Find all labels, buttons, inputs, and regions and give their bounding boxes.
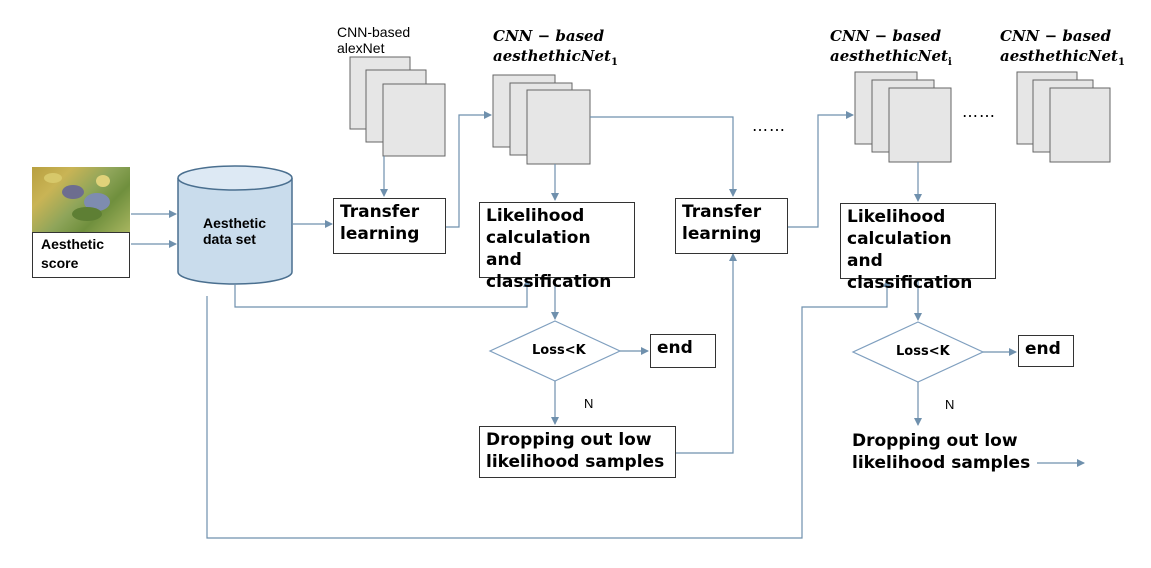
end-box-1: end xyxy=(650,334,716,368)
alexnet-label: CNN-based alexNet xyxy=(337,24,411,56)
dropping-box-2: Dropping out low likelihood samples xyxy=(846,428,1037,478)
likelihood-box-2: Likelihood calculation and classificatio… xyxy=(840,203,996,293)
dropping-box-1: Dropping out low likelihood samples xyxy=(479,426,676,478)
transfer-learning-box-1: Transfer learning xyxy=(333,198,446,254)
decision-label-2: Loss<K xyxy=(896,344,950,359)
transfer-learning-box-2: Transfer learning xyxy=(675,198,788,254)
aesthethicnet1-label: CNN − based aesthethicNet1 xyxy=(493,27,618,68)
decision-label-1: Loss<K xyxy=(532,343,586,358)
dataset-label: Aesthetic data set xyxy=(203,215,267,247)
dataset-cylinder xyxy=(177,165,293,285)
aesthethicnet1-stack xyxy=(492,74,591,165)
end-box-2: end xyxy=(1018,335,1074,367)
aesthetic-image xyxy=(32,167,130,233)
no-label-1: N xyxy=(584,396,594,411)
aesthetic-score-box: Aesthetic score xyxy=(32,232,130,278)
likelihood-box-1: Likelihood calculation and classificatio… xyxy=(479,202,635,292)
alexnet-stack xyxy=(349,56,446,157)
aesthethicneti-stack xyxy=(854,71,952,163)
no-label-2: N xyxy=(945,397,955,412)
ellipsis-1: …… xyxy=(752,116,786,135)
aesthethicneti-label: CNN − based aesthethicNeti xyxy=(830,27,952,68)
aesthethicnetn-label: CNN − based aesthethicNet1 xyxy=(1000,27,1125,68)
ellipsis-2: …… xyxy=(962,102,996,121)
aesthethicnetn-stack xyxy=(1016,71,1111,163)
